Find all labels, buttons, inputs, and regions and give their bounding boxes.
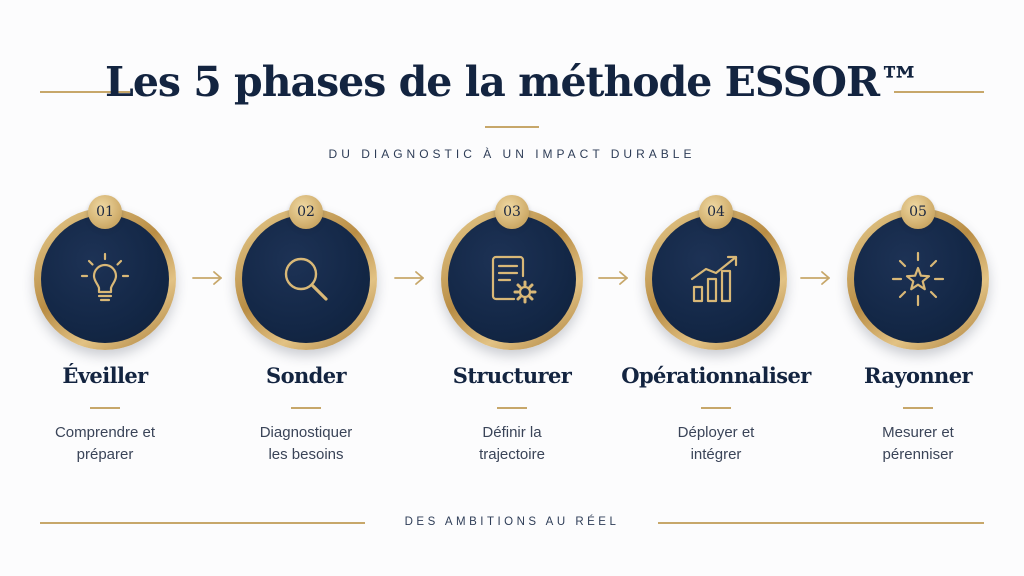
- phase-number-badge: 03: [495, 195, 529, 229]
- phase-title: Rayonner: [864, 363, 973, 388]
- arrow-right-icon: [192, 271, 222, 285]
- title-underline: [485, 126, 539, 128]
- lightbulb-icon: [80, 252, 130, 302]
- phase-circle: [847, 208, 989, 350]
- phase-circle: [34, 208, 176, 350]
- phase-2: 02 Sonder Diagnostiquer les besoins: [206, 190, 406, 490]
- phase-circle: [441, 208, 583, 350]
- phase-description: Mesurer et pérenniser: [882, 424, 954, 463]
- page-title: Les 5 phases de la méthode ESSOR™: [104, 58, 920, 106]
- document-gear-icon: [491, 255, 537, 304]
- phase-divider: [497, 407, 527, 409]
- phase-title: Éveiller: [62, 363, 148, 388]
- phase-description: Diagnostiquer les besoins: [259, 424, 353, 463]
- phase-3: 03 Structurer Définir la trajectoire: [412, 190, 612, 490]
- title-rule-right: [894, 91, 984, 93]
- phase-number-badge: 02: [289, 195, 323, 229]
- arrow-right-icon: [394, 271, 424, 285]
- phase-description: Déployer et intégrer: [677, 424, 755, 463]
- phase-title: Structurer: [452, 363, 572, 388]
- growth-chart-icon: [690, 255, 738, 303]
- phase-title: Opérationnaliser: [621, 363, 811, 388]
- phase-description: Définir la trajectoire: [479, 424, 545, 463]
- phase-circle: [235, 208, 377, 350]
- phase-1: 01 Éveiller Comprendre et préparer: [5, 190, 205, 490]
- phase-5: 05 Rayonner Mesurer et pérenniser: [818, 190, 1018, 490]
- phase-description: Comprendre et préparer: [54, 424, 156, 463]
- phase-divider: [90, 407, 120, 409]
- phase-number-badge: 04: [699, 195, 733, 229]
- phase-4: 04 Opérationnaliser Déployer et intégrer: [616, 190, 816, 490]
- radiant-star-icon: [891, 251, 945, 307]
- magnifier-icon: [284, 257, 328, 301]
- arrow-right-icon: [598, 271, 628, 285]
- footer-rule-left: [40, 522, 365, 524]
- phase-divider: [701, 407, 731, 409]
- arrow-right-icon: [800, 271, 830, 285]
- phase-divider: [903, 407, 933, 409]
- phase-number-badge: 01: [88, 195, 122, 229]
- page-subtitle: DU DIAGNOSTIC À UN IMPACT DURABLE: [328, 147, 696, 161]
- footer-rule-right: [658, 522, 984, 524]
- title-rule-left: [40, 91, 130, 93]
- phase-number-badge: 05: [901, 195, 935, 229]
- phase-divider: [291, 407, 321, 409]
- phase-title: Sonder: [266, 363, 347, 388]
- phase-circle: [645, 208, 787, 350]
- footer-tagline: DES AMBITIONS AU RÉEL: [404, 516, 620, 528]
